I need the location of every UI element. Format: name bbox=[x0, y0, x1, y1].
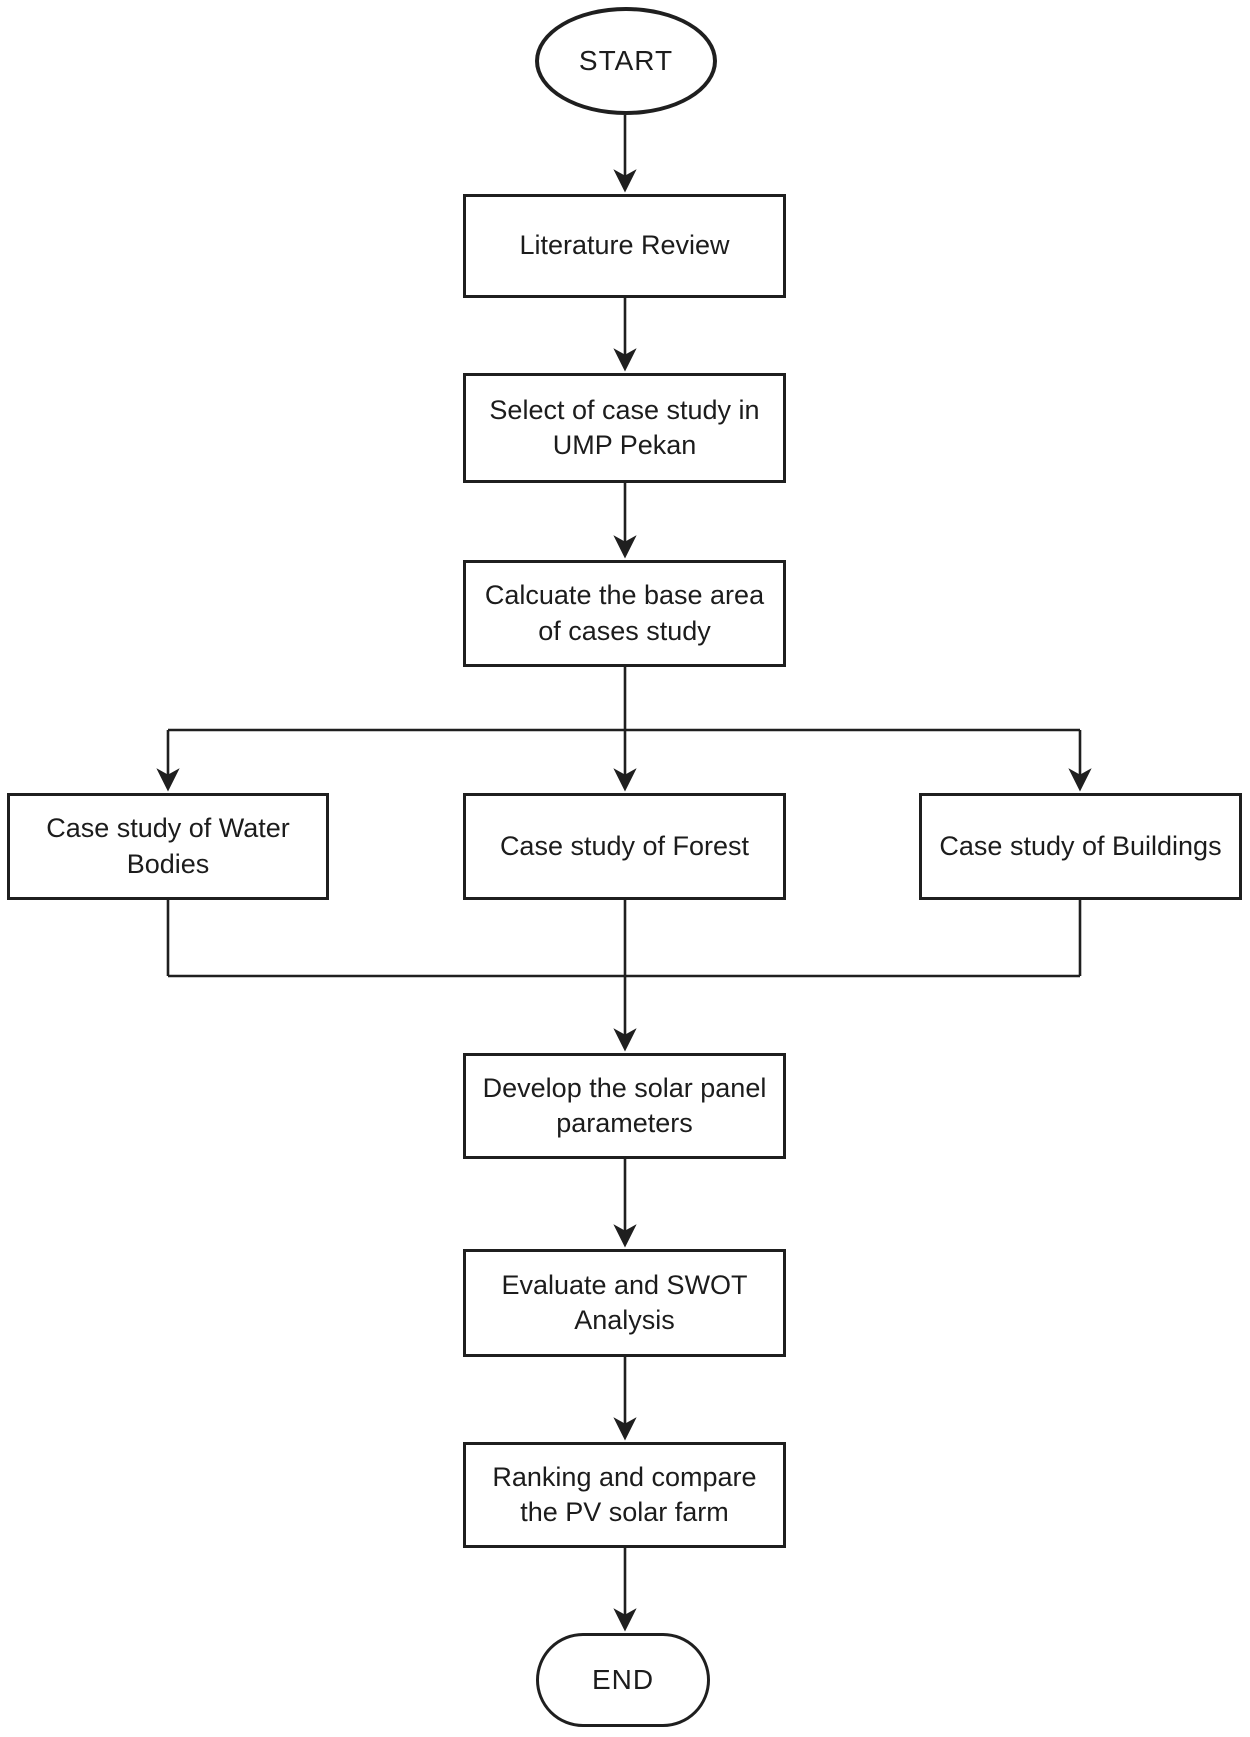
node-calculate-base-area: Calcuate the base area of cases study bbox=[463, 560, 786, 667]
node-case-study-forest: Case study of Forest bbox=[463, 793, 786, 900]
node-case-study-water-bodies: Case study of Water Bodies bbox=[7, 793, 329, 900]
node-start: START bbox=[535, 7, 717, 115]
node-end: END bbox=[536, 1633, 710, 1727]
node-ranking-compare-pv-solar-farm: Ranking and compare the PV solar farm bbox=[463, 1442, 786, 1548]
node-literature-review: Literature Review bbox=[463, 194, 786, 298]
node-develop-solar-panel-parameters: Develop the solar panel parameters bbox=[463, 1053, 786, 1159]
node-select-case-study: Select of case study in UMP Pekan bbox=[463, 373, 786, 483]
node-evaluate-swot-analysis: Evaluate and SWOT Analysis bbox=[463, 1249, 786, 1357]
node-case-study-buildings: Case study of Buildings bbox=[919, 793, 1242, 900]
